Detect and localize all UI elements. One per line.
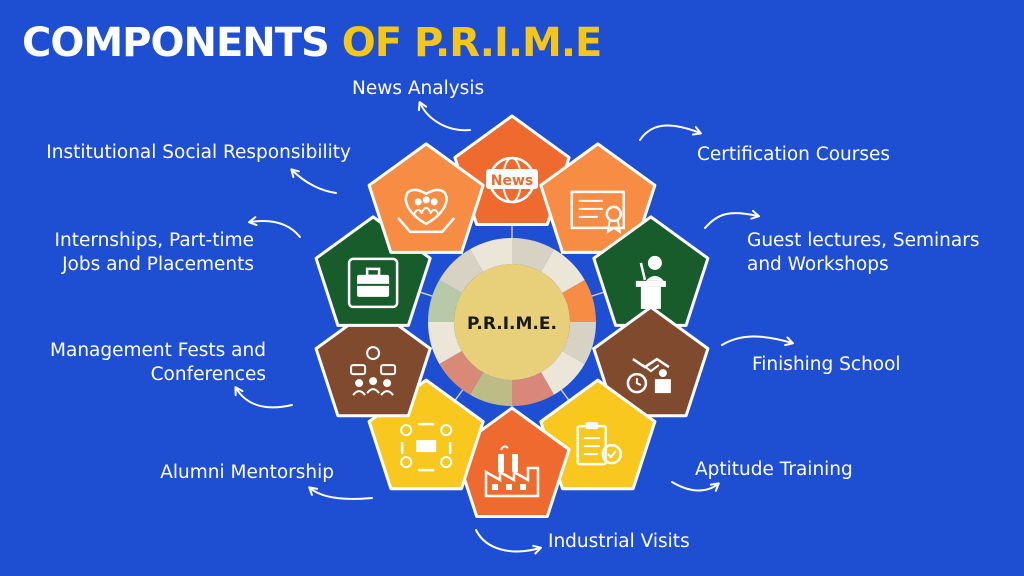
center-circle [454, 264, 570, 380]
component-certification-courses [539, 142, 657, 254]
label-line: and Workshops [747, 254, 889, 275]
component-finishing-school [592, 305, 710, 418]
news-globe-icon: News [486, 156, 538, 204]
handshake-clock-icon [626, 357, 671, 394]
label-line: Management Fests and [50, 340, 266, 361]
pentagon-shape [314, 305, 432, 418]
ring-segment [439, 351, 483, 395]
label-line: Industrial Visits [548, 531, 690, 552]
ring-segment [428, 322, 462, 364]
ring-segment [512, 238, 554, 272]
connector-arrow [671, 481, 720, 492]
connector-arrows [234, 101, 794, 555]
label-line: Alumni Mentorship [160, 462, 334, 483]
component-management-fests-and-conferences [314, 305, 432, 418]
ring-segment [562, 322, 596, 364]
label-line: Guest lectures, Seminars [747, 230, 980, 251]
label-certification-courses: Certification Courses [697, 143, 890, 167]
heart-hands-people-icon [397, 188, 456, 234]
component-institutional-social-responsibility [367, 142, 485, 254]
label-finishing-school: Finishing School [752, 353, 901, 377]
label-line: Finishing School [752, 354, 901, 375]
label-line: Aptitude Training [695, 459, 853, 480]
center-label: P.R.I.M.E. [467, 314, 557, 334]
label-line: Jobs and Placements [62, 254, 254, 275]
label-line: Conferences [150, 364, 266, 385]
ring-segment [470, 372, 512, 406]
connector-arrow [290, 168, 337, 194]
ring-segment [541, 351, 585, 395]
factory-icon [484, 445, 540, 498]
pentagon-shape [592, 305, 710, 418]
label-guest-lectures-seminars-and-workshops: Guest lectures, Seminars and Workshops [747, 229, 979, 277]
title-part-white: COMPONENTS [22, 20, 330, 66]
label-news-analysis: News Analysis [352, 77, 484, 101]
page-title: COMPONENTS OF P.R.I.M.E [22, 14, 603, 72]
ring-segment [470, 238, 512, 272]
clipboard-check-icon [576, 422, 623, 466]
component-pentagons: News [314, 114, 710, 518]
connector-arrow [248, 216, 301, 238]
label-alumni-mentorship: Alumni Mentorship [160, 461, 334, 485]
label-line: Certification Courses [697, 144, 891, 165]
connector-arrow [475, 529, 542, 555]
svg-text:News: News [491, 173, 533, 189]
briefcase-icon [347, 257, 399, 309]
mentorship-table-icon [400, 422, 453, 472]
label-line: News Analysis [352, 78, 485, 99]
ring-segment [512, 372, 554, 406]
ring-segment [439, 249, 483, 293]
pentagon-shape [539, 378, 657, 491]
certificate-icon [570, 190, 626, 235]
connector-arrow [639, 124, 702, 141]
label-line: Institutional Social Responsibility [46, 142, 351, 163]
label-aptitude-training: Aptitude Training [695, 458, 853, 482]
ring-segment [428, 280, 462, 322]
podium-speaker-icon [635, 255, 666, 309]
center-ring [428, 238, 596, 406]
title-part-yellow: OF P.R.I.M.E [341, 20, 603, 66]
connector-arrow [308, 486, 373, 500]
ring-segment [562, 280, 596, 322]
connector-arrow [704, 209, 760, 229]
ring-segment [541, 249, 585, 293]
component-aptitude-training [539, 378, 657, 491]
connector-arrow [417, 101, 471, 132]
pentagon-shape [539, 142, 657, 254]
connector-arrow [721, 335, 794, 347]
label-line: Internships, Part-time [54, 230, 254, 251]
component-news-analysis: News [453, 114, 571, 226]
label-industrial-visits: Industrial Visits [548, 530, 690, 554]
discussion-group-icon [350, 343, 397, 396]
connector-arrow [234, 386, 293, 409]
label-institutional-social-responsibility: Institutional Social Responsibility [46, 141, 351, 165]
